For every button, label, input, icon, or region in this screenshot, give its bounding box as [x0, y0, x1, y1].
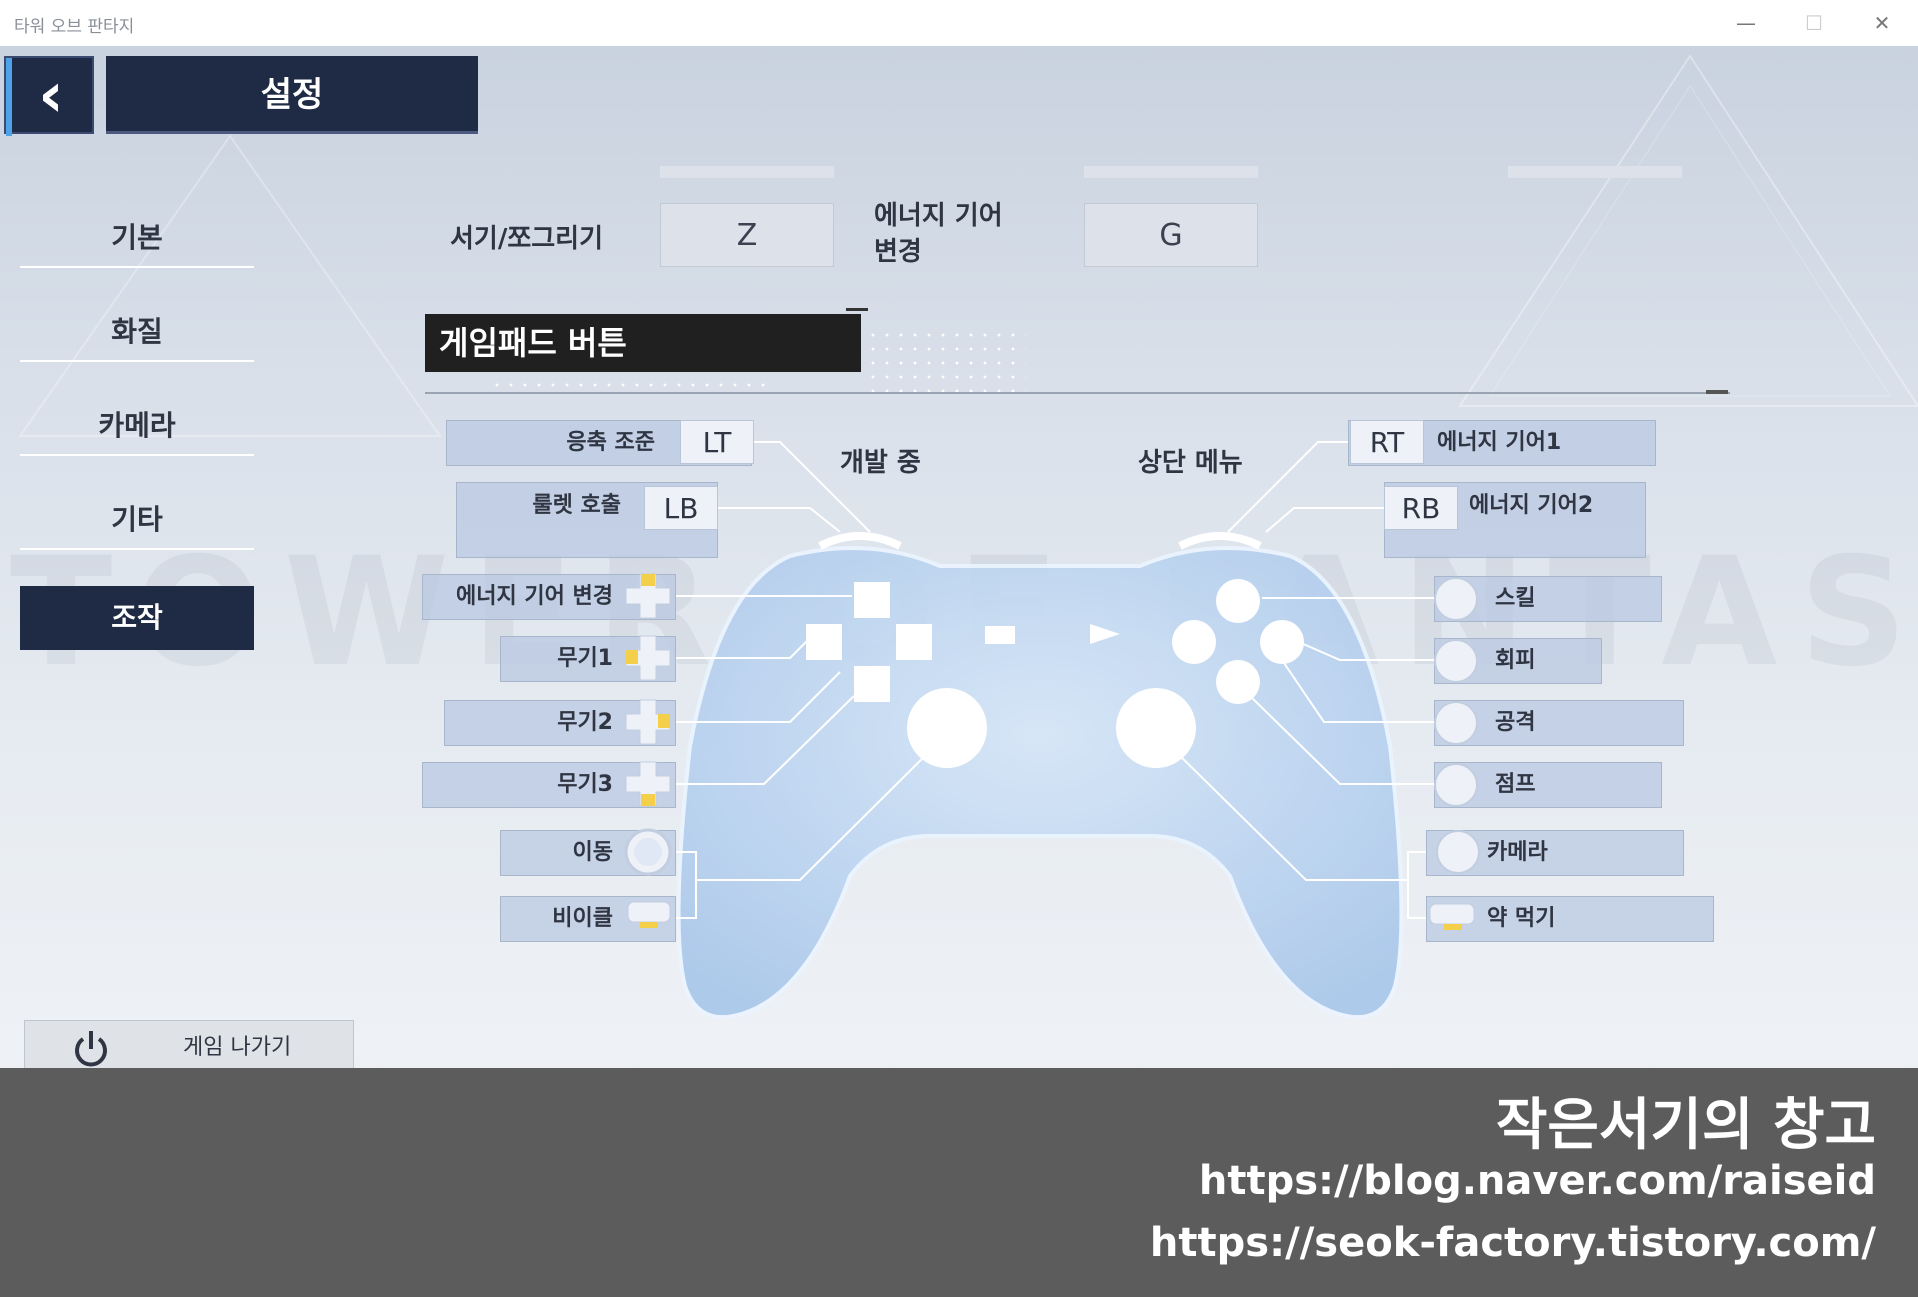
keybind-label-energy-gear: 에너지 기어 변경: [874, 198, 1003, 270]
dpad-icons: [624, 573, 672, 928]
sidebar-item-basic[interactable]: 기본: [20, 210, 254, 268]
maximize-button[interactable]: ☐: [1805, 11, 1823, 35]
chevron-left-icon: ‹: [38, 58, 64, 131]
keybind-label-line1: 에너지 기어: [874, 201, 1003, 231]
exit-game-button[interactable]: 게임 나가기: [24, 1020, 354, 1074]
label-in-development: 개발 중: [840, 448, 921, 478]
label-top-menu: 상단 메뉴: [1138, 448, 1243, 478]
page-title: 설정: [106, 56, 478, 134]
divider-accent: [1706, 390, 1728, 394]
face-button-icon: [1434, 701, 1478, 745]
blog-url-tistory: https://seok-factory.tistory.com/: [1149, 1220, 1876, 1266]
section-title: 게임패드 버튼: [425, 314, 861, 372]
sidebar-item-controls[interactable]: 조작: [20, 586, 254, 650]
face-button-icon: [1434, 763, 1478, 807]
keybind-crouch-button[interactable]: Z: [660, 203, 834, 267]
power-icon: [75, 1031, 107, 1067]
key-box-top: [660, 166, 834, 178]
keybind-label-line2: 변경: [874, 237, 922, 267]
minimize-button[interactable]: —: [1736, 11, 1756, 35]
face-button-icon: [1434, 577, 1478, 621]
lt-button[interactable]: LT: [680, 420, 754, 464]
keybind-label-crouch: 서기/쪼그리기: [450, 224, 604, 254]
sidebar-item-camera[interactable]: 카메라: [20, 398, 254, 456]
blog-name: 작은서기의 창고: [1495, 1093, 1876, 1158]
rt-button[interactable]: RT: [1350, 420, 1424, 464]
close-button[interactable]: ✕: [1873, 11, 1891, 35]
key-box-top: [1508, 166, 1682, 178]
window-title: 타워 오브 판타지: [14, 17, 135, 37]
dot-pattern: [490, 378, 770, 392]
dot-pattern: [866, 328, 1026, 398]
title-bar: 타워 오브 판타지 — ☐ ✕: [0, 0, 1918, 47]
face-button-icon: [1434, 639, 1478, 683]
sidebar-item-other[interactable]: 기타: [20, 492, 254, 550]
background-decoration: [18, 54, 1918, 437]
exit-game-label: 게임 나가기: [183, 1035, 292, 1060]
right-stick-icon: [1436, 830, 1480, 874]
back-accent: [6, 58, 12, 136]
gamepad-illustration: [676, 441, 1434, 1020]
keybind-energy-gear-button[interactable]: G: [1084, 203, 1258, 267]
blog-url-naver: https://blog.naver.com/raiseid: [1198, 1158, 1876, 1204]
key-box-top: [1084, 166, 1258, 178]
back-button[interactable]: ‹: [4, 56, 94, 136]
sidebar-item-graphics[interactable]: 화질: [20, 304, 254, 362]
lb-button[interactable]: LB: [644, 486, 718, 530]
section-divider: [425, 392, 1730, 394]
blog-watermark-banner: [0, 1068, 1918, 1297]
rb-button[interactable]: RB: [1384, 486, 1458, 530]
right-bumper-icon: [1429, 903, 1475, 930]
section-accent: [846, 308, 868, 311]
